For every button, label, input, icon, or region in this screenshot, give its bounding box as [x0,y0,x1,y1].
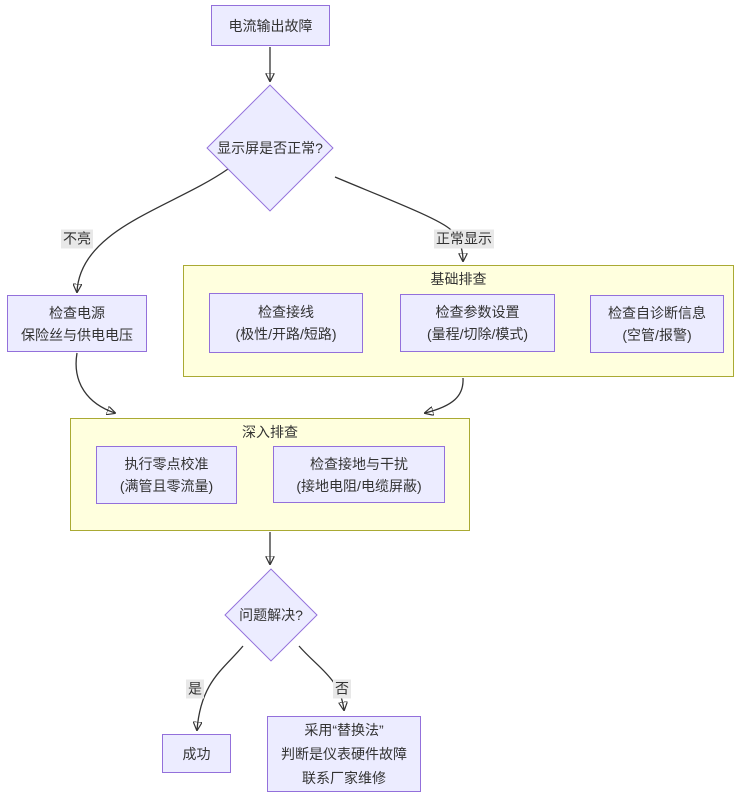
subgraph-deep-title: 深入排查 [242,424,298,440]
edge-display-decision-to-check-power [77,168,229,292]
node-check-params: 检查参数设置 (量程/切除/模式) [400,294,555,352]
node-check-grounding: 检查接地与干扰 (接地电阻/电缆屏蔽) [273,446,445,503]
edge-label-no: 否 [333,679,351,699]
edge-label-not-lit: 不亮 [61,229,93,249]
edge-solved-decision-to-replacement [298,645,344,710]
edge-label-yes: 是 [186,679,204,699]
node-check-selfdiag: 检查自诊断信息 (空管/报警) [590,295,724,353]
edge-solved-decision-to-success [197,645,244,730]
node-replacement-method: 采用“替换法” 判断是仪表硬件故障 联系厂家维修 [267,716,421,792]
decision-problem-solved-label: 问题解决? [239,607,303,623]
node-check-wiring: 检查接线 (极性/开路/短路) [209,293,363,353]
edge-basic-cluster-to-deep-cluster [425,377,464,413]
edge-display-decision-to-basic-cluster [334,176,463,261]
node-zero-calibration: 执行零点校准 (满管且零流量) [96,446,237,504]
node-current-output-fault: 电流输出故障 [211,5,330,46]
decision-display-normal-label: 显示屏是否正常? [217,140,323,156]
node-check-power: 检查电源 保险丝与供电电压 [7,295,147,352]
edge-check-power-to-deep-cluster [75,352,115,413]
subgraph-basic-title: 基础排查 [430,271,487,287]
edge-label-normal-display: 正常显示 [434,229,494,249]
node-success: 成功 [162,734,231,773]
